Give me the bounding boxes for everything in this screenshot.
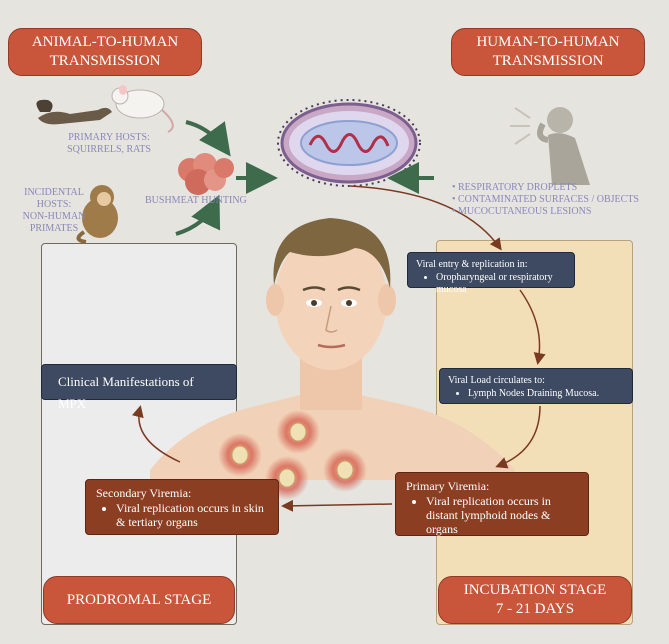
label-line: SQUIRRELS, RATS [54,144,164,156]
label-line: PRIMARY HOSTS: [54,132,164,144]
viral-entry-box: Viral entry & replication in: Oropharyng… [407,252,575,288]
label-line: PRIMATES [18,223,90,235]
box-title: Primary Viremia: [406,479,578,493]
route-text: MUCOCUTANEOUS LESIONS [458,206,591,217]
human-to-human-header: HUMAN-TO-HUMAN TRANSMISSION [451,28,645,76]
transmission-routes: • RESPIRATORY DROPLETS • CONTAMINATED SU… [452,182,664,218]
primary-hosts-label: PRIMARY HOSTS: SQUIRRELS, RATS [54,132,164,156]
header-line: HUMAN-TO-HUMAN [452,33,644,52]
box-bullet: Oropharyngeal or respiratory mucosa [436,272,566,296]
route-item: • MUCOCUTANEOUS LESIONS [452,206,664,218]
secondary-viremia-box: Secondary Viremia: Viral replication occ… [85,479,279,535]
box-bullet: Viral replication occurs in skin & terti… [116,501,268,529]
incidental-hosts-label: INCIDENTAL HOSTS: NON-HUMAN PRIMATES [18,187,90,235]
viral-load-box: Viral Load circulates to: Lymph Nodes Dr… [439,368,633,404]
clinical-manifestations-box: Clinical Manifestations of MPX [41,364,237,400]
virus-icon [278,100,420,186]
route-text: RESPIRATORY DROPLETS [458,182,577,193]
header-line: ANIMAL-TO-HUMAN [9,33,201,52]
box-bullet: Viral replication occurs in distant lymp… [426,494,578,536]
squirrel-icon [36,100,112,125]
prodromal-stage-label: PRODROMAL STAGE [43,576,235,624]
label-line: NON-HUMAN [18,211,90,223]
bushmeat-icon [178,153,234,195]
footer-line: INCUBATION STAGE [439,581,631,600]
animal-to-human-header: ANIMAL-TO-HUMAN TRANSMISSION [8,28,202,76]
label-line: INCIDENTAL [18,187,90,199]
primary-viremia-box: Primary Viremia: Viral replication occur… [395,472,589,536]
header-line: TRANSMISSION [9,52,201,71]
box-title: Secondary Viremia: [96,486,268,500]
box-title: Viral Load circulates to: [448,375,624,387]
incubation-stage-label: INCUBATION STAGE 7 - 21 DAYS [438,576,632,624]
route-item: • CONTAMINATED SURFACES / OBJECTS [452,194,664,206]
route-text: CONTAMINATED SURFACES / OBJECTS [458,194,639,205]
footer-line: PRODROMAL STAGE [44,591,234,610]
header-line: TRANSMISSION [452,52,644,71]
bushmeat-label: BUSHMEAT HUNTING [145,195,265,207]
rat-icon [112,85,173,132]
box-bullet: Lymph Nodes Draining Mucosa. [468,388,624,400]
label-line: HOSTS: [18,199,90,211]
box-title: Viral entry & replication in: [416,259,566,271]
route-item: • RESPIRATORY DROPLETS [452,182,664,194]
coughing-person-icon [510,107,590,185]
footer-line: 7 - 21 DAYS [439,600,631,619]
